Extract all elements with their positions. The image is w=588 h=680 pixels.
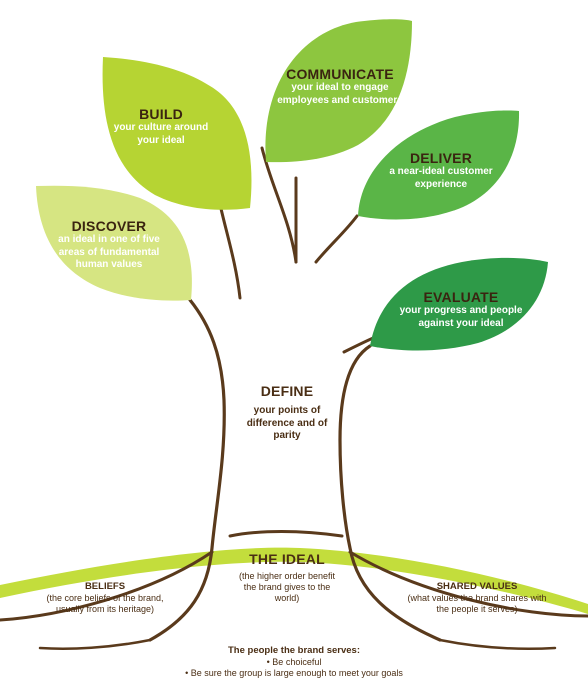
define-text: your points of difference and of parity xyxy=(246,405,328,441)
node-discover: DISCOVER an ideal in one of five areas o… xyxy=(48,218,170,272)
node-build: BUILD your culture around your ideal xyxy=(106,106,216,147)
node-define: DEFINE your points of difference and of … xyxy=(246,383,328,443)
leaf-build xyxy=(102,57,252,210)
node-deliver: DELIVER a near-ideal customer experience xyxy=(376,150,506,191)
shared-values-title: SHARED VALUES xyxy=(436,581,518,592)
trunk-left xyxy=(148,298,226,642)
ideal-title: THE IDEAL xyxy=(249,551,325,567)
node-beliefs: BELIEFS (the core beliefs of the brand, … xyxy=(34,581,176,615)
footer-bullet: • Be choiceful xyxy=(266,657,322,667)
evaluate-title: EVALUATE xyxy=(423,289,499,305)
footer-title: The people the brand serves: xyxy=(228,645,360,656)
evaluate-text: your progress and people against your id… xyxy=(399,305,523,329)
node-communicate: COMMUNICATE your ideal to engage employe… xyxy=(270,66,410,107)
build-title: BUILD xyxy=(139,106,183,122)
deliver-title: DELIVER xyxy=(409,150,473,166)
communicate-text: your ideal to engage employees and custo… xyxy=(277,82,403,106)
ideal-text: (the higher order benefit the brand give… xyxy=(238,571,336,603)
node-shared-values: SHARED VALUES (what values the brand sha… xyxy=(402,581,552,615)
node-evaluate: EVALUATE your progress and people agains… xyxy=(393,289,529,330)
discover-text: an ideal in one of five areas of fundame… xyxy=(58,234,160,270)
leaf-communicate xyxy=(265,19,412,163)
leaf-evaluate xyxy=(370,257,548,351)
leaf-deliver xyxy=(358,110,520,220)
ground-band xyxy=(0,547,588,614)
footer-bullet: • Be sure the group is large enough to m… xyxy=(185,668,403,678)
beliefs-title: BELIEFS xyxy=(84,581,126,592)
node-the-ideal: THE IDEAL (the higher order benefit the … xyxy=(232,551,342,604)
communicate-title: COMMUNICATE xyxy=(286,66,394,82)
roots xyxy=(0,530,588,650)
beliefs-text: (the core beliefs of the brand, usually … xyxy=(46,593,164,614)
trunk-right xyxy=(338,344,442,642)
deliver-text: a near-ideal customer experience xyxy=(389,166,493,190)
build-text: your culture around your ideal xyxy=(113,122,209,146)
shared-values-text: (what values the brand shares with the p… xyxy=(407,593,547,614)
define-title: DEFINE xyxy=(260,383,314,399)
discover-title: DISCOVER xyxy=(71,218,147,234)
footer: The people the brand serves: • Be choice… xyxy=(134,645,454,679)
leaf-discover xyxy=(36,185,192,301)
